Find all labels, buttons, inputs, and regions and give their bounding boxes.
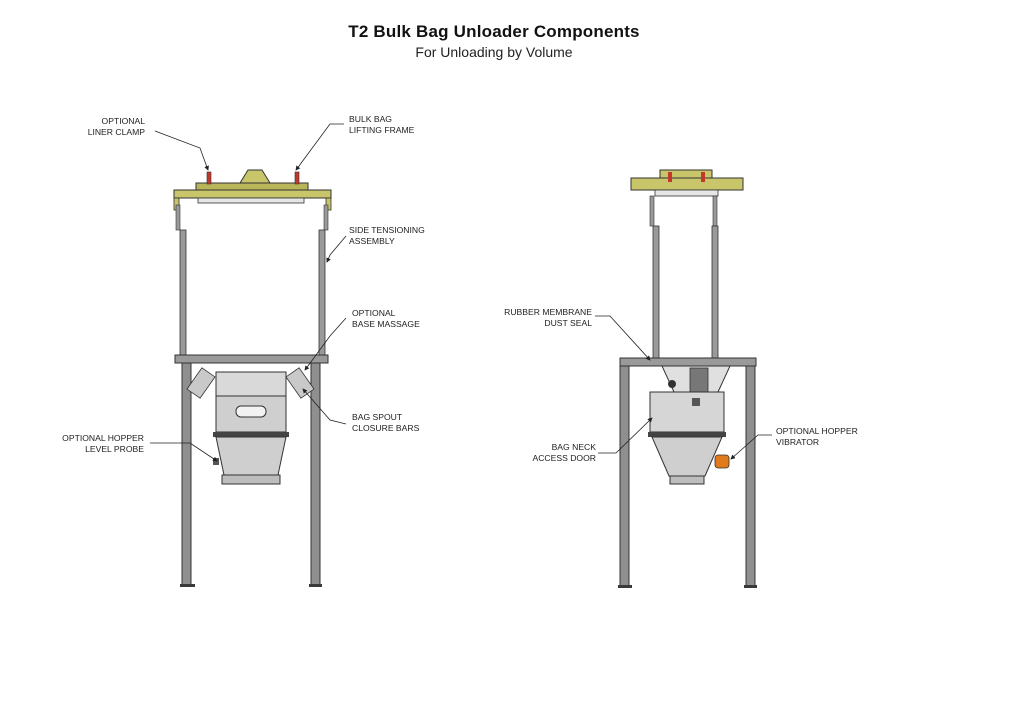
liner-clamp [294, 171, 300, 185]
bag-spout-closure-housing [215, 371, 287, 397]
page-title: T2 Bulk Bag Unloader Components [348, 22, 640, 41]
side-lifting-frame [630, 169, 744, 197]
hopper-vibrator [714, 454, 730, 469]
page-subtitle: For Unloading by Volume [415, 44, 573, 60]
bulk-bag-lifting-frame [173, 169, 332, 211]
dust-seal-frame [619, 357, 757, 367]
front-view [173, 169, 332, 587]
hopper [215, 436, 287, 476]
access-port [235, 405, 267, 418]
leader-lines [150, 123, 772, 462]
side-tensioning-assembly [175, 204, 329, 358]
side-view [618, 169, 757, 588]
bag-neck-access-door [649, 391, 725, 433]
level-probe [213, 458, 219, 465]
liner-clamp [206, 171, 212, 185]
